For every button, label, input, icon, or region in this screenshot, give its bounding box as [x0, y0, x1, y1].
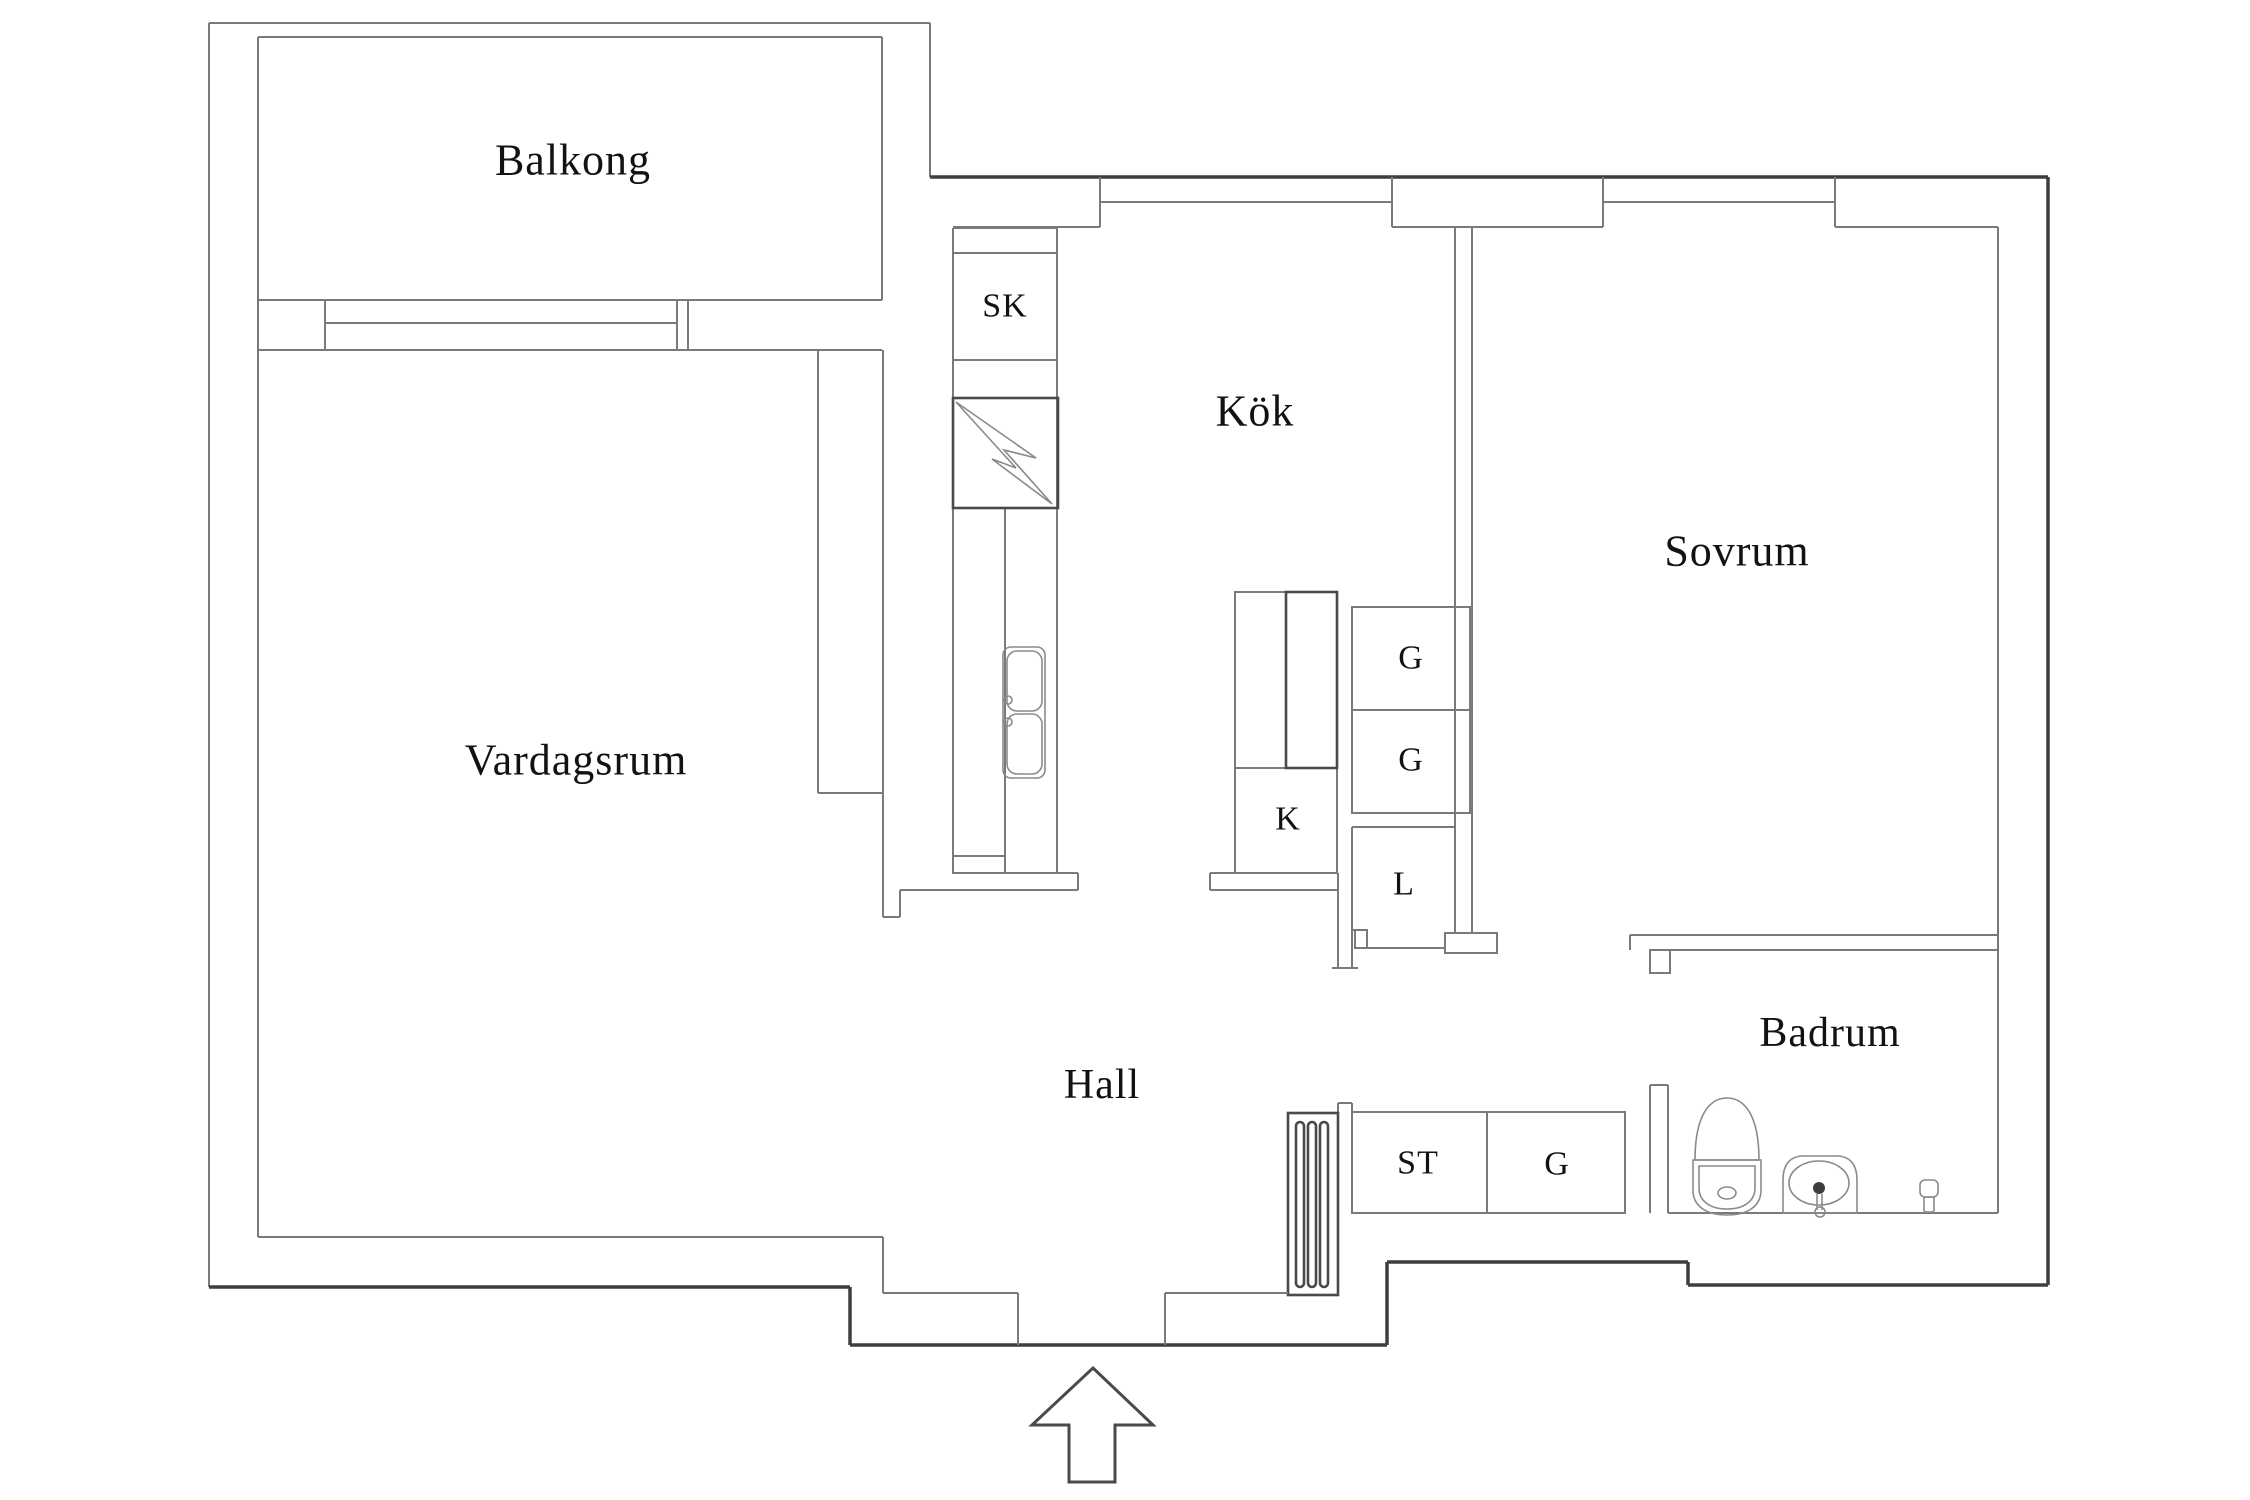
fixture-label-g-lower: G — [1398, 742, 1424, 779]
fixture-label-g-upper: G — [1398, 640, 1424, 677]
bathroom-west-wall — [1649, 1084, 1998, 1214]
balcony-walls — [208, 22, 931, 1287]
kitchen-south-wall — [1209, 872, 1358, 969]
room-label-vardagsrum: Vardagsrum — [465, 736, 688, 785]
bedroom-window — [1602, 177, 1836, 227]
electrical-symbol-icon — [951, 396, 1060, 510]
fixture-label-sk: SK — [982, 288, 1027, 325]
fixture-label-k: K — [1275, 801, 1301, 838]
double-sink-icon — [1002, 646, 1046, 779]
entrance-arrow-icon — [1028, 1365, 1157, 1484]
floor-drain-icon — [1919, 1179, 1939, 1213]
toilet-icon — [1692, 1097, 1762, 1216]
hall-closet-wall — [1337, 1102, 1353, 1213]
room-label-hall: Hall — [1064, 1062, 1140, 1108]
closet-l — [1351, 826, 1455, 949]
room-label-badrum: Badrum — [1759, 1010, 1900, 1056]
room-label-kok: Kök — [1216, 387, 1295, 436]
living-room-kitchen-wall — [817, 350, 1079, 918]
south-wall — [209, 1236, 2048, 1347]
fixture-label-l: L — [1393, 866, 1415, 903]
east-wall — [1997, 177, 2050, 1285]
living-room-balcony-window — [258, 299, 882, 351]
washbasin-icon — [1782, 1155, 1858, 1218]
room-label-balkong: Balkong — [495, 136, 651, 185]
vent-grille-icon — [1286, 1111, 1340, 1297]
room-label-sovrum: Sovrum — [1664, 527, 1809, 576]
kitchen-cabinets-g — [1351, 606, 1471, 814]
fixture-label-st: ST — [1397, 1145, 1439, 1182]
kitchen-bedroom-wall — [1444, 227, 1498, 954]
closet-g-hall — [1486, 1111, 1626, 1214]
fixture-label-g-hall: G — [1544, 1146, 1570, 1183]
bedroom-bathroom-wall — [1629, 934, 1998, 974]
kitchen-window — [1099, 177, 1393, 227]
north-wall — [930, 175, 2048, 228]
